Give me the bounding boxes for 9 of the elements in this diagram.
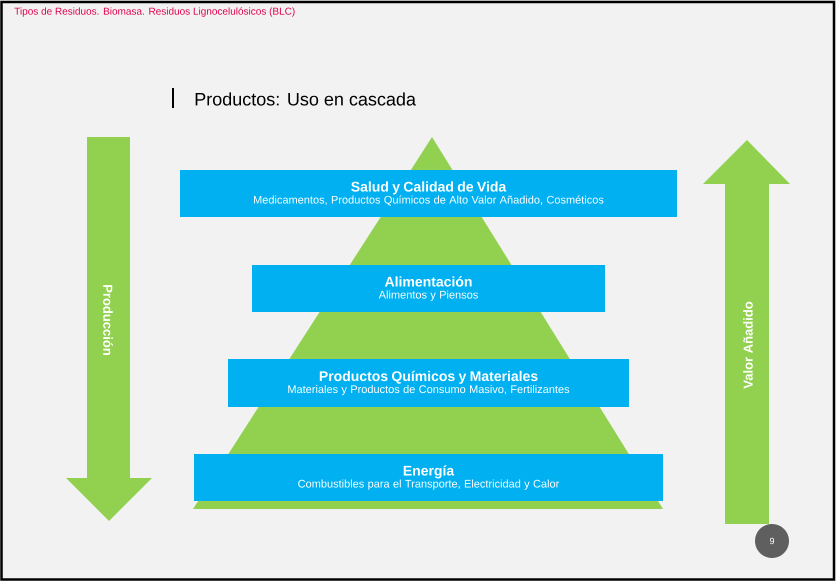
level-band: Salud y Calidad de Vida Medicamentos, Productos Químicos de Alto Valor Añadido, Cosméticos [180,170,677,217]
level-band: Productos Químicos y Materiales Materiales y Productos de Consumo Masivo, Fertilizantes [228,358,629,407]
level-band: Alimentación Alimentos y Piensos [252,265,605,312]
arrow-label: Producción [103,285,113,355]
slide-title: Productos: Uso en cascada [196,92,416,106]
page-number: 9 [755,524,789,558]
header-text: Tipos de Residuos. Biomasa. Residuos Lignocelulósicos (BLC) [14,7,295,17]
arrow-label: Valor Añadido [743,302,753,389]
level-band: Energía Combustibles para el Transporte, Electricidad y Calor [194,454,663,501]
